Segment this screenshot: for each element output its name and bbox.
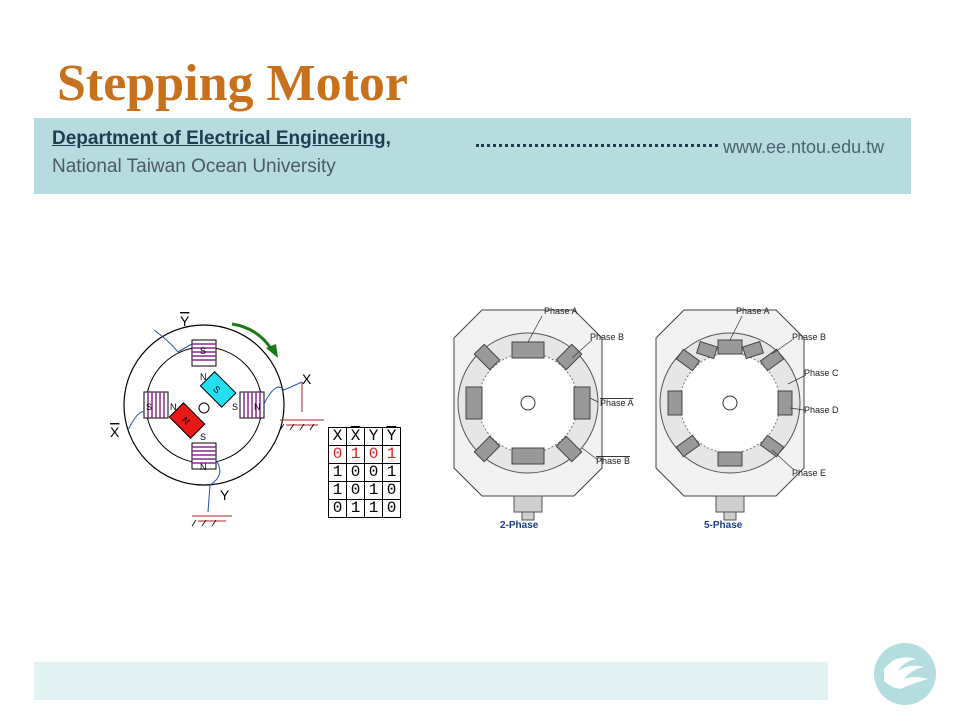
table-cell: 0 (346, 481, 365, 500)
pole-right-s: S (232, 402, 238, 412)
pole-right-n: N (254, 402, 261, 412)
label-y-bar: Y (180, 313, 190, 329)
table-cell: 0 (364, 445, 383, 464)
university-name: National Taiwan Ocean University (52, 156, 336, 177)
table-cell: 1 (346, 499, 365, 518)
label-y: Y (220, 487, 230, 503)
header-y-bar: Y (382, 427, 401, 446)
label-5p-phase-e: Phase E (792, 468, 826, 478)
header-y: Y (364, 427, 383, 446)
header-x-bar: X (346, 427, 365, 446)
slide-title: Stepping Motor (57, 55, 408, 112)
pole-top-s: S (200, 346, 206, 356)
rotor-south (199, 371, 237, 408)
excitation-table: X X Y Y 0 1 0 1 1 0 0 1 1 0 1 0 0 1 1 0 (328, 427, 401, 518)
caption-2-phase: 2-Phase (500, 520, 539, 531)
wire-top (153, 329, 193, 353)
table-cell: 0 (328, 445, 347, 464)
table-row: 0 1 1 0 (328, 499, 401, 518)
header-x: X (328, 427, 347, 446)
table-cell: 0 (364, 463, 383, 482)
two-phase-leaders (527, 315, 599, 461)
ground-bottom (192, 515, 232, 522)
table-cell: 1 (382, 463, 401, 482)
rotation-arrow (231, 322, 274, 351)
table-cell: 0 (382, 481, 401, 500)
university-logo-icon (874, 643, 936, 705)
ground-right (280, 382, 324, 426)
rotor-shaft (198, 402, 210, 414)
ground-right-ticks (279, 423, 315, 431)
label-2p-phase-b: Phase B (590, 332, 624, 342)
pole-left-n: N (170, 402, 177, 412)
rotor-north (168, 402, 206, 439)
table-cell: 0 (382, 499, 401, 518)
pole-top-n: N (200, 372, 207, 382)
wire-bottom (207, 459, 221, 513)
label-5p-phase-d: Phase D (804, 405, 839, 415)
table-row: 1 0 0 1 (328, 463, 401, 482)
label-2p-phase-a: Phase A (544, 306, 578, 316)
wire-right (263, 381, 303, 405)
five-phase-motor (655, 309, 805, 521)
label-5p-phase-a: Phase A (736, 306, 770, 316)
table-cell: 1 (364, 481, 383, 500)
label-5p-phase-b: Phase B (792, 332, 826, 342)
table-cell: 1 (346, 445, 365, 464)
ground-bottom-ticks (191, 519, 217, 527)
table-cell: 0 (328, 499, 347, 518)
website-url: www.ee.ntou.edu.tw (723, 137, 885, 157)
table-cell: 1 (364, 499, 383, 518)
dotted-leader (476, 144, 718, 147)
header-band (34, 118, 911, 194)
table-header-row: X X Y Y (328, 427, 401, 446)
pole-left (143, 391, 169, 419)
label-x: X (302, 371, 312, 387)
wire-left (127, 411, 145, 431)
table-cell: 1 (382, 445, 401, 464)
department-name: Department of Electrical Engineering, (52, 128, 391, 149)
stepper-schematic: S N S N S N S N S N Y Y X X (110, 313, 324, 527)
pole-top (191, 339, 217, 367)
label-2p-phase-a-bar: Phase A (600, 398, 634, 408)
label-x-bar: X (110, 424, 120, 440)
pole-bottom (191, 442, 217, 470)
pole-left-s: S (146, 402, 152, 412)
rotor-n-label: N (180, 415, 192, 427)
footer-band (34, 662, 828, 700)
rotor-s-label: S (211, 384, 222, 395)
table-cell: 1 (328, 463, 347, 482)
pole-bottom-n: N (200, 462, 207, 472)
rotation-arrowhead (266, 344, 278, 358)
table-row: 0 1 0 1 (328, 445, 401, 464)
two-phase-motor (453, 309, 603, 521)
pole-bottom-s: S (200, 432, 206, 442)
table-cell: 0 (346, 463, 365, 482)
table-cell: 1 (328, 481, 347, 500)
phase-comparison-figure: Phase A Phase B Phase A Phase B 2-Phase … (453, 306, 839, 531)
five-phase-leaders (729, 315, 805, 471)
pole-right (239, 391, 265, 419)
label-2p-phase-b-bar: Phase B (596, 456, 630, 466)
label-5p-phase-c: Phase C (804, 368, 839, 378)
caption-5-phase: 5-Phase (704, 520, 743, 531)
stator-ring (123, 324, 285, 486)
table-row: 1 0 1 0 (328, 481, 401, 500)
